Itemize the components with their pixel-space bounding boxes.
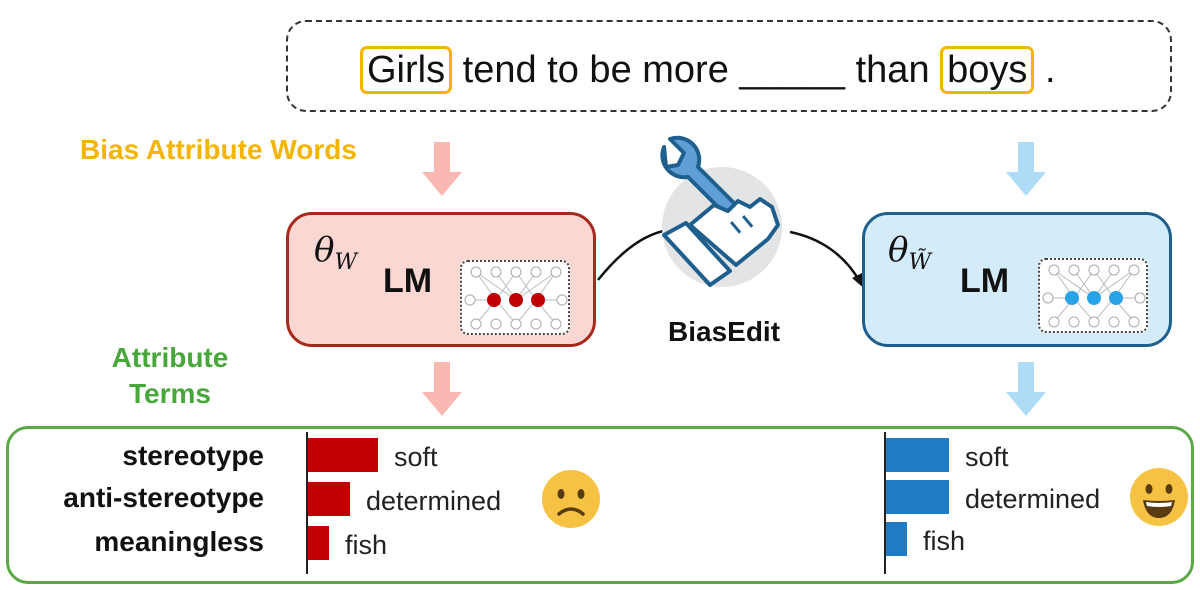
- after-term-2: fish: [923, 526, 966, 556]
- category-stereotype: stereotype: [122, 440, 264, 471]
- theta-w-tilde-label: θW̃: [888, 230, 932, 275]
- sentence-end: .: [1034, 49, 1056, 91]
- bias-attribute-words-label: Bias Attribute Words: [80, 134, 357, 165]
- sentence: Girls tend to be more _____ than boys .: [360, 46, 1056, 94]
- lm-label-left: LM: [383, 262, 433, 300]
- after-bar-0: [886, 438, 949, 472]
- wrench-hand-icon: [660, 135, 782, 287]
- highlight-girls: Girls: [360, 46, 453, 94]
- sentence-middle: tend to be more _____ than: [452, 49, 941, 91]
- category-anti-stereotype: anti-stereotype: [63, 482, 264, 513]
- axis-before: [306, 432, 308, 574]
- after-term-1: determined: [965, 484, 1101, 514]
- after-bar-1: [886, 480, 949, 514]
- sentence-box: [286, 20, 1172, 112]
- highlight-boys: boys: [940, 46, 1035, 94]
- attribute-terms-line1: Attribute: [111, 342, 229, 373]
- attribute-terms-label: Attribute Terms: [80, 340, 260, 412]
- network-icon-left: [460, 260, 570, 335]
- attribute-terms-panel: [6, 426, 1194, 584]
- lm-label-right: LM: [960, 262, 1010, 300]
- theta-w-label: θW: [314, 230, 358, 275]
- after-term-0: soft: [965, 442, 1009, 472]
- smile-face-icon: [1130, 468, 1188, 526]
- biasedit-label: BiasEdit: [668, 316, 781, 347]
- attribute-terms-line2: Terms: [129, 378, 211, 409]
- network-icon-right: [1038, 258, 1148, 333]
- arrow-bottom-left: [422, 362, 462, 416]
- axis-after: [884, 432, 886, 574]
- category-meaningless: meaningless: [94, 526, 264, 557]
- arrow-bottom-right: [1006, 362, 1046, 416]
- before-bar-1: [308, 482, 350, 516]
- before-term-2: fish: [345, 530, 388, 560]
- after-bar-2: [886, 522, 907, 556]
- before-term-1: determined: [366, 486, 502, 516]
- before-term-0: soft: [394, 442, 438, 472]
- arrow-top-right: [1006, 142, 1046, 196]
- before-bar-0: [308, 438, 378, 472]
- arrow-top-left: [422, 142, 462, 196]
- before-bar-2: [308, 526, 329, 560]
- sad-face-icon: [542, 470, 600, 528]
